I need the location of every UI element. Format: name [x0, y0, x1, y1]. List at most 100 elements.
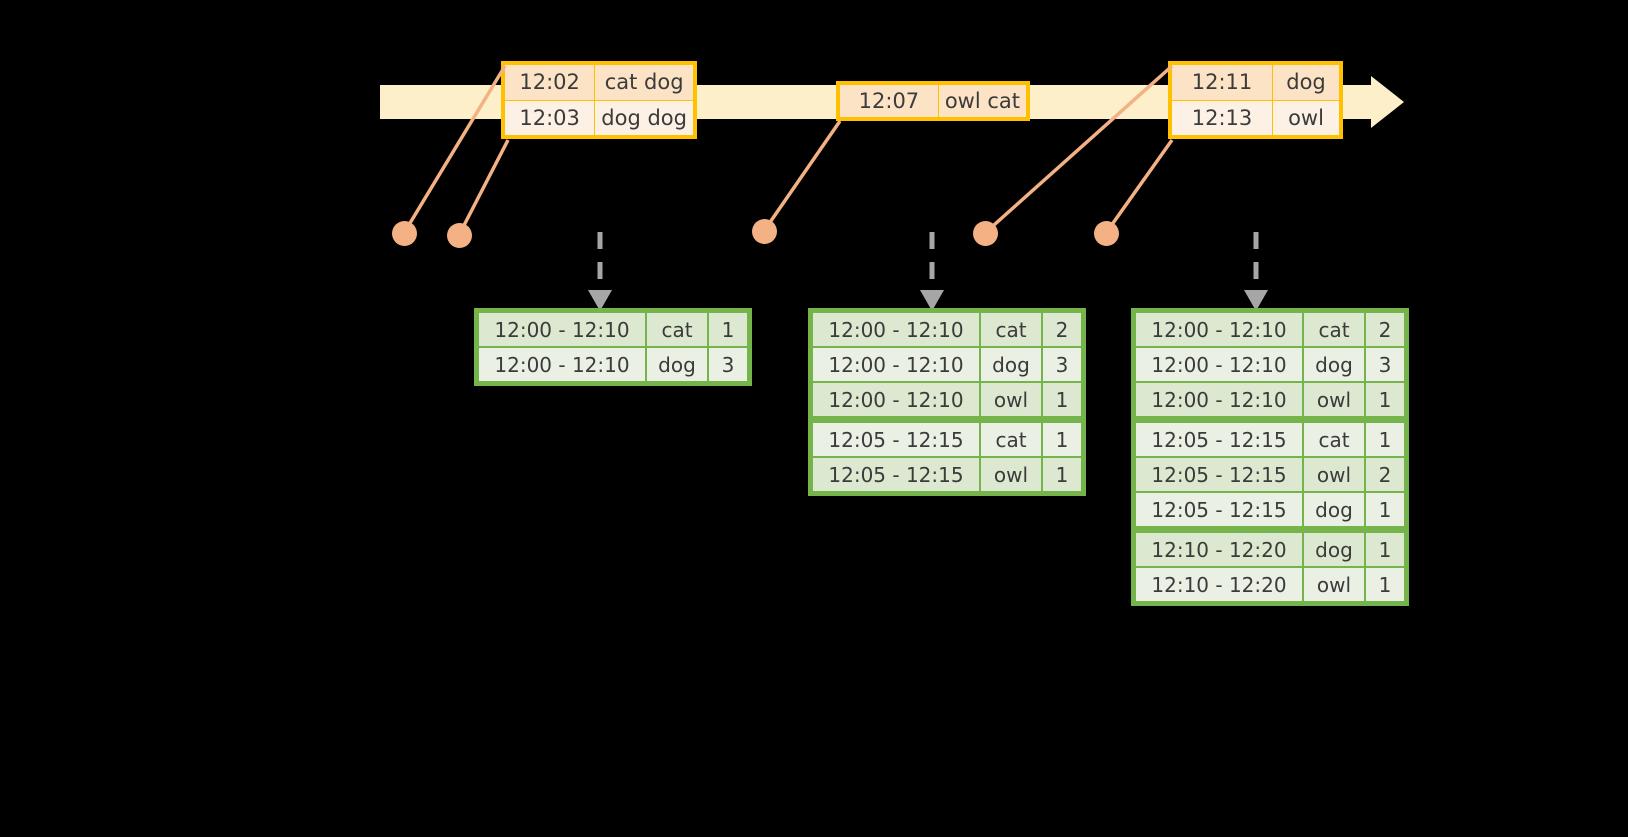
count-cell: 1 [1043, 458, 1081, 491]
table-row[interactable]: 12:00 - 12:10 owl 1 [1136, 383, 1404, 416]
event-row[interactable]: 12:13 owl [1171, 99, 1340, 136]
event-time: 12:13 [1171, 99, 1273, 136]
table-row[interactable]: 12:05 - 12:15 dog 1 [1136, 493, 1404, 526]
connector-dot-2 [447, 223, 472, 248]
count-cell: 2 [1366, 458, 1404, 491]
connector-dot-4 [973, 221, 998, 246]
table-row[interactable]: 12:00 - 12:10 cat 2 [1136, 313, 1404, 346]
event-box-1[interactable]: 12:02 cat dog 12:03 dog dog [501, 61, 697, 139]
window-cell: 12:00 - 12:10 [813, 348, 979, 381]
result-grid-1: 12:00 - 12:10 cat 1 12:00 - 12:10 dog 3 [477, 311, 749, 383]
event-words: cat dog [594, 64, 694, 101]
event-time: 12:11 [1171, 64, 1273, 101]
table-row[interactable]: 12:05 - 12:15 owl 2 [1136, 458, 1404, 491]
result-table-3[interactable]: 12:00 - 12:10 cat 2 12:00 - 12:10 dog 3 … [1131, 308, 1409, 606]
window-cell: 12:00 - 12:10 [1136, 348, 1302, 381]
window-cell: 12:10 - 12:20 [1136, 533, 1302, 566]
result-table-1[interactable]: 12:00 - 12:10 cat 1 12:00 - 12:10 dog 3 [474, 308, 752, 386]
connector-dot-3 [752, 219, 777, 244]
result-group: 12:00 - 12:10 cat 1 12:00 - 12:10 dog 3 [479, 313, 747, 381]
key-cell: dog [647, 348, 707, 381]
count-cell: 1 [1366, 568, 1404, 601]
result-grid-2: 12:00 - 12:10 cat 2 12:00 - 12:10 dog 3 … [811, 311, 1083, 493]
window-cell: 12:10 - 12:20 [1136, 568, 1302, 601]
window-cell: 12:00 - 12:10 [479, 313, 645, 346]
table-row[interactable]: 12:00 - 12:10 cat 1 [479, 313, 747, 346]
event-words: dog [1272, 64, 1340, 101]
count-cell: 1 [1366, 383, 1404, 416]
window-cell: 12:05 - 12:15 [813, 458, 979, 491]
result-group: 12:00 - 12:10 cat 2 12:00 - 12:10 dog 3 … [1136, 313, 1404, 601]
key-cell: cat [1304, 423, 1364, 456]
event-box-3[interactable]: 12:11 dog 12:13 owl [1168, 61, 1343, 139]
window-cell: 12:00 - 12:10 [1136, 313, 1302, 346]
window-cell: 12:05 - 12:15 [813, 423, 979, 456]
count-cell: 1 [1366, 493, 1404, 526]
window-cell: 12:00 - 12:10 [1136, 383, 1302, 416]
table-row[interactable]: 12:00 - 12:10 dog 3 [479, 348, 747, 381]
table-row[interactable]: 12:10 - 12:20 owl 1 [1136, 568, 1404, 601]
key-cell: dog [1304, 533, 1364, 566]
event-time: 12:03 [503, 99, 596, 136]
event-row[interactable]: 12:11 dog [1171, 64, 1340, 101]
connector-line-3 [762, 120, 842, 232]
group-separator [1136, 418, 1404, 421]
result-table-2[interactable]: 12:00 - 12:10 cat 2 12:00 - 12:10 dog 3 … [808, 308, 1086, 496]
key-cell: owl [1304, 458, 1364, 491]
key-cell: dog [1304, 348, 1364, 381]
connector-line-2 [457, 139, 510, 236]
count-cell: 1 [1043, 383, 1081, 416]
window-cell: 12:00 - 12:10 [479, 348, 645, 381]
key-cell: owl [1304, 383, 1364, 416]
table-row[interactable]: 12:00 - 12:10 cat 2 [813, 313, 1081, 346]
key-cell: dog [1304, 493, 1364, 526]
key-cell: cat [1304, 313, 1364, 346]
table-row[interactable]: 12:05 - 12:15 cat 1 [813, 423, 1081, 456]
event-row[interactable]: 12:07 owl cat [839, 84, 1028, 118]
down-arrow-shafts [597, 232, 1259, 292]
event-row[interactable]: 12:03 dog dog [503, 99, 694, 136]
count-cell: 1 [1366, 423, 1404, 456]
count-cell: 3 [709, 348, 747, 381]
connector-dot-1 [392, 221, 417, 246]
result-grid-3: 12:00 - 12:10 cat 2 12:00 - 12:10 dog 3 … [1134, 311, 1406, 603]
window-cell: 12:05 - 12:15 [1136, 423, 1302, 456]
table-row[interactable]: 12:00 - 12:10 dog 3 [813, 348, 1081, 381]
window-cell: 12:00 - 12:10 [813, 383, 979, 416]
connector-dot-5 [1094, 221, 1119, 246]
key-cell: cat [647, 313, 707, 346]
count-cell: 3 [1366, 348, 1404, 381]
count-cell: 2 [1043, 313, 1081, 346]
count-cell: 1 [709, 313, 747, 346]
table-row[interactable]: 12:05 - 12:15 owl 1 [813, 458, 1081, 491]
key-cell: dog [981, 348, 1041, 381]
count-cell: 3 [1043, 348, 1081, 381]
table-row[interactable]: 12:00 - 12:10 owl 1 [813, 383, 1081, 416]
count-cell: 1 [1366, 533, 1404, 566]
group-separator [1136, 528, 1404, 531]
timeline-arrowhead [1371, 76, 1404, 128]
key-cell: owl [981, 383, 1041, 416]
key-cell: owl [1304, 568, 1364, 601]
count-cell: 1 [1043, 423, 1081, 456]
window-cell: 12:00 - 12:10 [813, 313, 979, 346]
key-cell: cat [981, 313, 1041, 346]
connector-line-5 [1104, 138, 1174, 235]
count-cell: 2 [1366, 313, 1404, 346]
table-row[interactable]: 12:00 - 12:10 dog 3 [1136, 348, 1404, 381]
event-words: owl [1272, 99, 1340, 136]
table-row[interactable]: 12:10 - 12:20 dog 1 [1136, 533, 1404, 566]
key-cell: owl [981, 458, 1041, 491]
table-row[interactable]: 12:05 - 12:15 cat 1 [1136, 423, 1404, 456]
result-group: 12:00 - 12:10 cat 2 12:00 - 12:10 dog 3 … [813, 313, 1081, 491]
window-cell: 12:05 - 12:15 [1136, 458, 1302, 491]
event-words: owl cat [937, 84, 1028, 118]
event-time: 12:07 [839, 84, 939, 118]
key-cell: cat [981, 423, 1041, 456]
event-box-2[interactable]: 12:07 owl cat [836, 81, 1030, 121]
event-row[interactable]: 12:02 cat dog [503, 64, 694, 101]
group-separator [813, 418, 1081, 421]
window-cell: 12:05 - 12:15 [1136, 493, 1302, 526]
event-words: dog dog [594, 99, 694, 136]
